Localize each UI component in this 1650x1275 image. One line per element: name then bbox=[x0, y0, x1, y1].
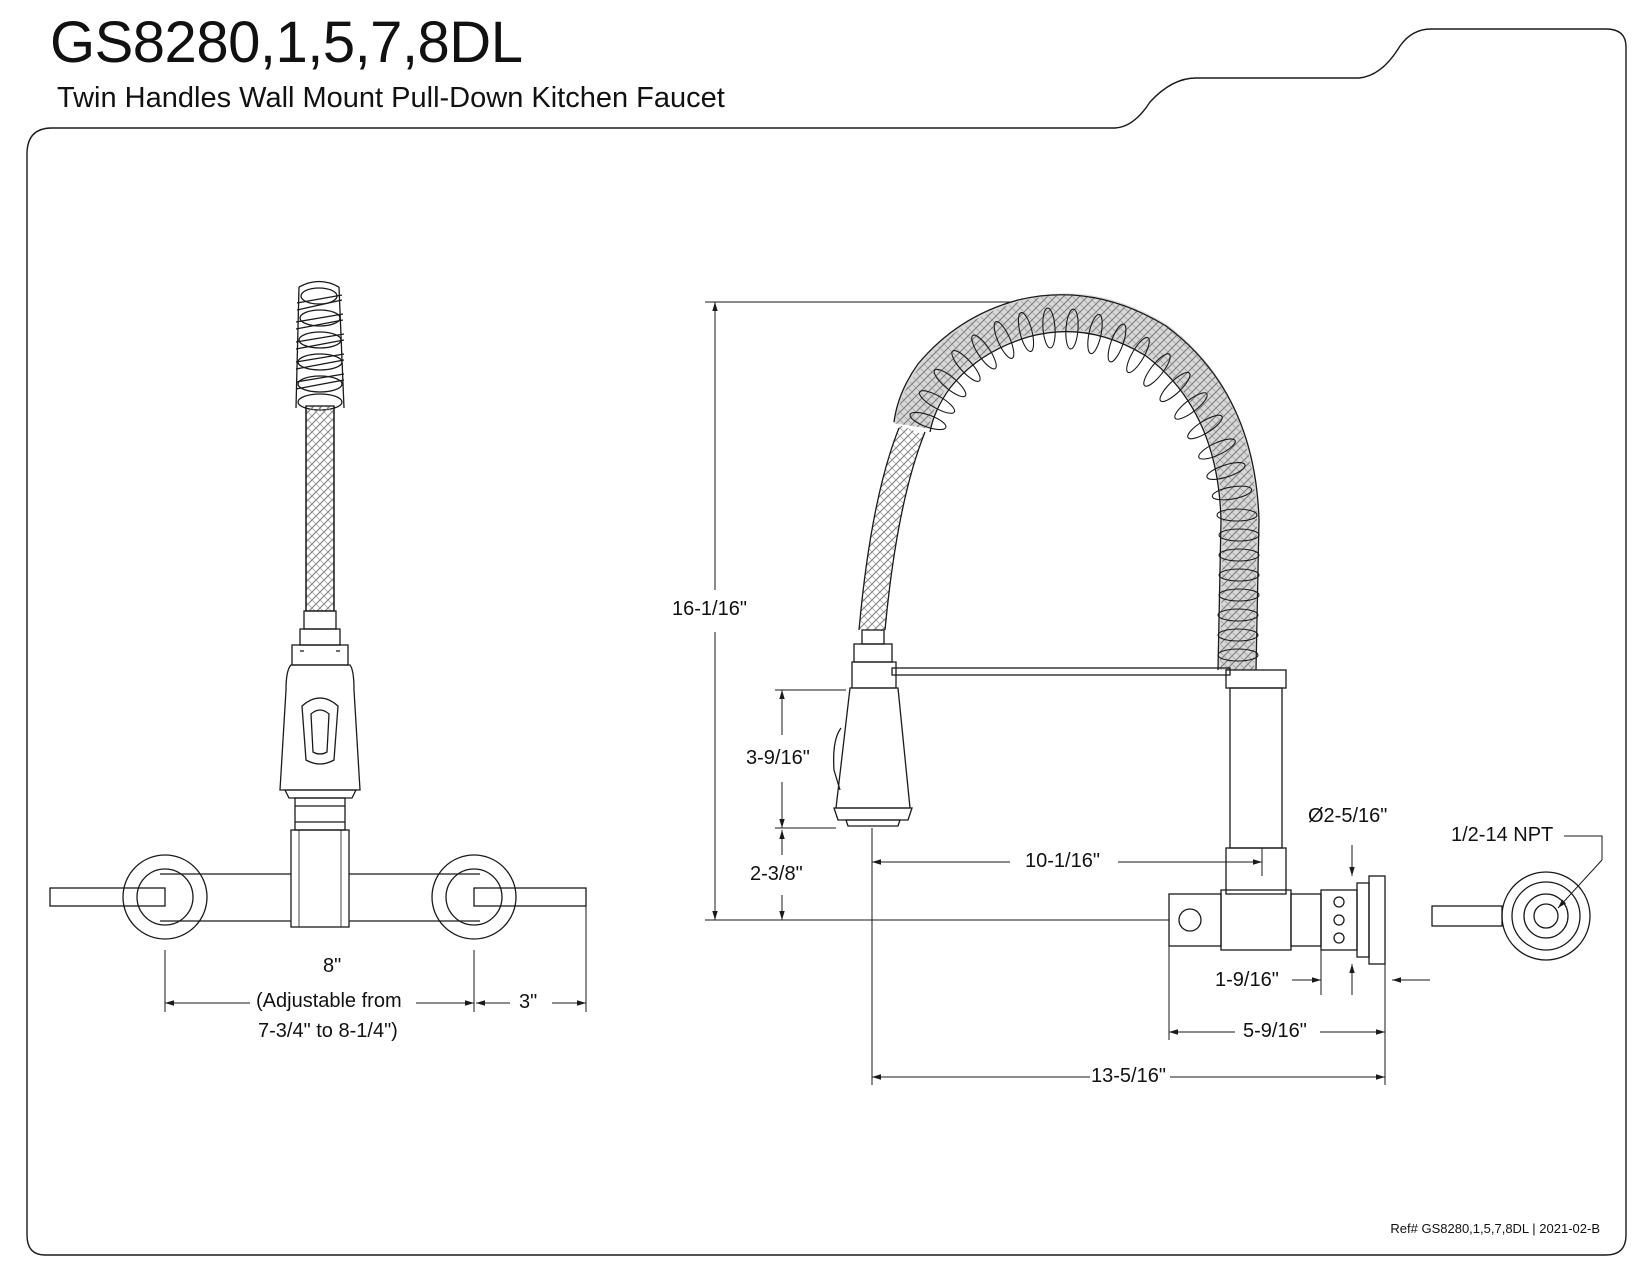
front-hose-coupling bbox=[303, 610, 337, 630]
spout-clearance-label: 2-3/8" bbox=[750, 863, 803, 885]
sheet-frame bbox=[26, 28, 1627, 1256]
end-flange bbox=[1501, 871, 1591, 961]
adjustable-range-label: (Adjustable from bbox=[256, 990, 402, 1012]
handle-reach-label: 3" bbox=[519, 991, 538, 1013]
overall-depth-label: 13-5/16" bbox=[1091, 1065, 1166, 1087]
front-view bbox=[49, 280, 587, 1012]
side-braided-hose bbox=[858, 425, 926, 632]
front-dimensions bbox=[164, 906, 587, 1012]
front-braided-hose bbox=[305, 405, 335, 612]
side-spring-arc bbox=[893, 293, 1260, 671]
front-horizontal-arm bbox=[160, 873, 480, 922]
sprayer-height-label: 3-9/16" bbox=[746, 747, 810, 769]
center-spacing-label: 8" bbox=[323, 955, 342, 977]
front-left-handle bbox=[49, 854, 208, 940]
front-spring-coil bbox=[295, 280, 345, 411]
adjustable-range-values: 7-3/4" to 8-1/4") bbox=[258, 1020, 398, 1042]
side-dimensions bbox=[712, 302, 1430, 1085]
side-wall-connector bbox=[1168, 875, 1386, 965]
reference-number: Ref# GS8280,1,5,7,8DL | 2021-02-B bbox=[1390, 1221, 1600, 1236]
end-handle-lever bbox=[1431, 905, 1503, 927]
side-riser-body bbox=[1225, 669, 1287, 895]
spout-reach-label: 10-1/16" bbox=[1025, 850, 1100, 872]
npt-connection-label: 1/2-14 NPT bbox=[1451, 824, 1554, 846]
side-support-arm bbox=[891, 667, 1231, 676]
total-height-label: 16-1/16" bbox=[672, 598, 747, 620]
body-depth-label: 5-9/16" bbox=[1243, 1020, 1307, 1042]
front-right-handle bbox=[431, 854, 587, 940]
front-sprayer-head bbox=[279, 664, 361, 791]
front-center-body bbox=[290, 829, 350, 928]
front-neck bbox=[294, 797, 346, 831]
product-description: Twin Handles Wall Mount Pull-Down Kitche… bbox=[57, 82, 725, 114]
end-view bbox=[1431, 835, 1603, 961]
arm-depth-label: 1-9/16" bbox=[1215, 969, 1279, 991]
side-sprayer-head bbox=[833, 661, 913, 827]
side-view bbox=[705, 293, 1430, 1085]
flange-diameter-label: Ø2-5/16" bbox=[1308, 805, 1388, 827]
model-title: GS8280,1,5,7,8DL bbox=[50, 10, 523, 75]
